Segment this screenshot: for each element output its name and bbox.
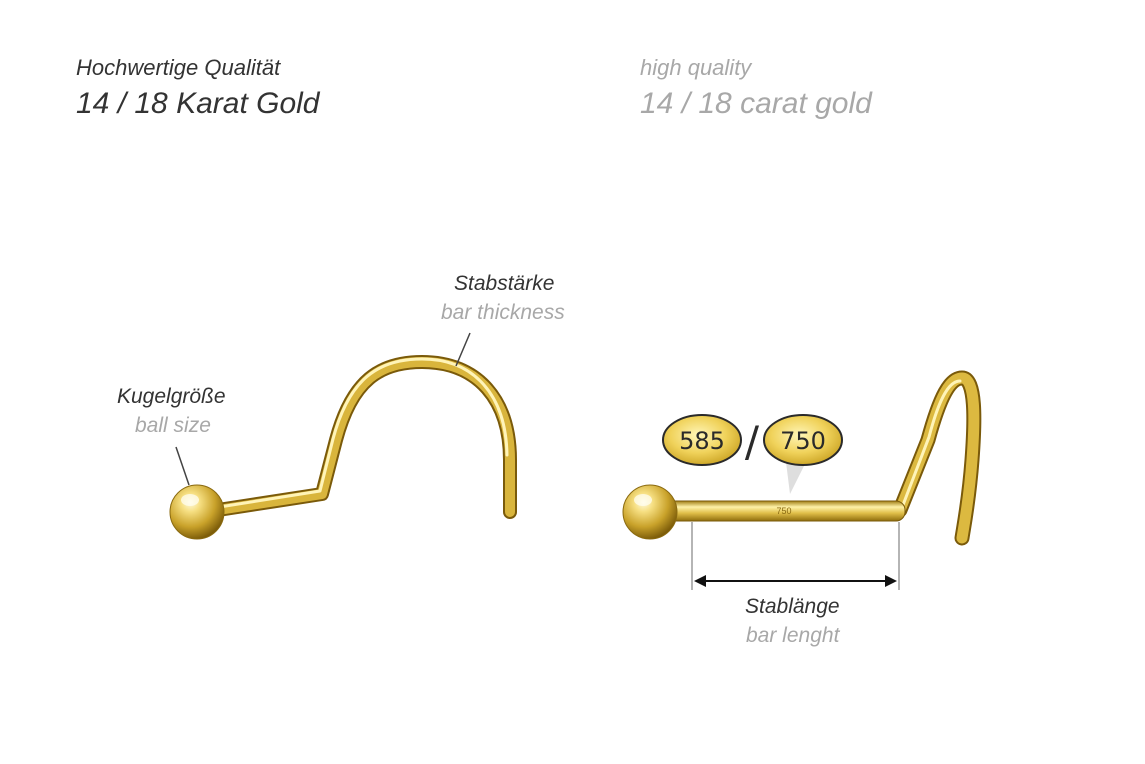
title-english-line1: high quality	[640, 55, 752, 80]
stamp-750	[763, 414, 843, 466]
title-german-line1: Hochwertige Qualität	[76, 55, 281, 80]
title-english-line2: 14 / 18 carat gold	[640, 87, 872, 120]
nose-stud-side-view	[169, 355, 517, 540]
ball-end	[169, 484, 225, 540]
bar-length-dimension	[691, 522, 900, 590]
stamp-pointer	[786, 462, 806, 494]
ball-size-label-en: ball size	[135, 414, 211, 437]
bar-length-label-en: bar lenght	[746, 624, 840, 647]
bar-engraving: 750	[776, 506, 791, 516]
stamp-585-text: 585	[679, 427, 725, 455]
stamp-separator: /	[745, 417, 760, 466]
ball-end-front	[622, 484, 678, 540]
stamp-750-text: 750	[780, 427, 826, 455]
ball-size-leader-line	[175, 446, 190, 486]
stamp-585	[662, 414, 742, 466]
bar-length-label-de: Stablänge	[745, 595, 840, 618]
ball-size-label-de: Kugelgröße	[117, 385, 226, 408]
hallmark-stamps: 585 / 750	[662, 414, 843, 494]
bar-thickness-leader-line	[455, 332, 471, 367]
nose-stud-front-view: 750	[622, 370, 982, 546]
title-german-line2: 14 / 18 Karat Gold	[76, 87, 320, 120]
bar-thickness-label-en: bar thickness	[441, 301, 565, 324]
bar-thickness-label-de: Stabstärke	[454, 272, 555, 295]
